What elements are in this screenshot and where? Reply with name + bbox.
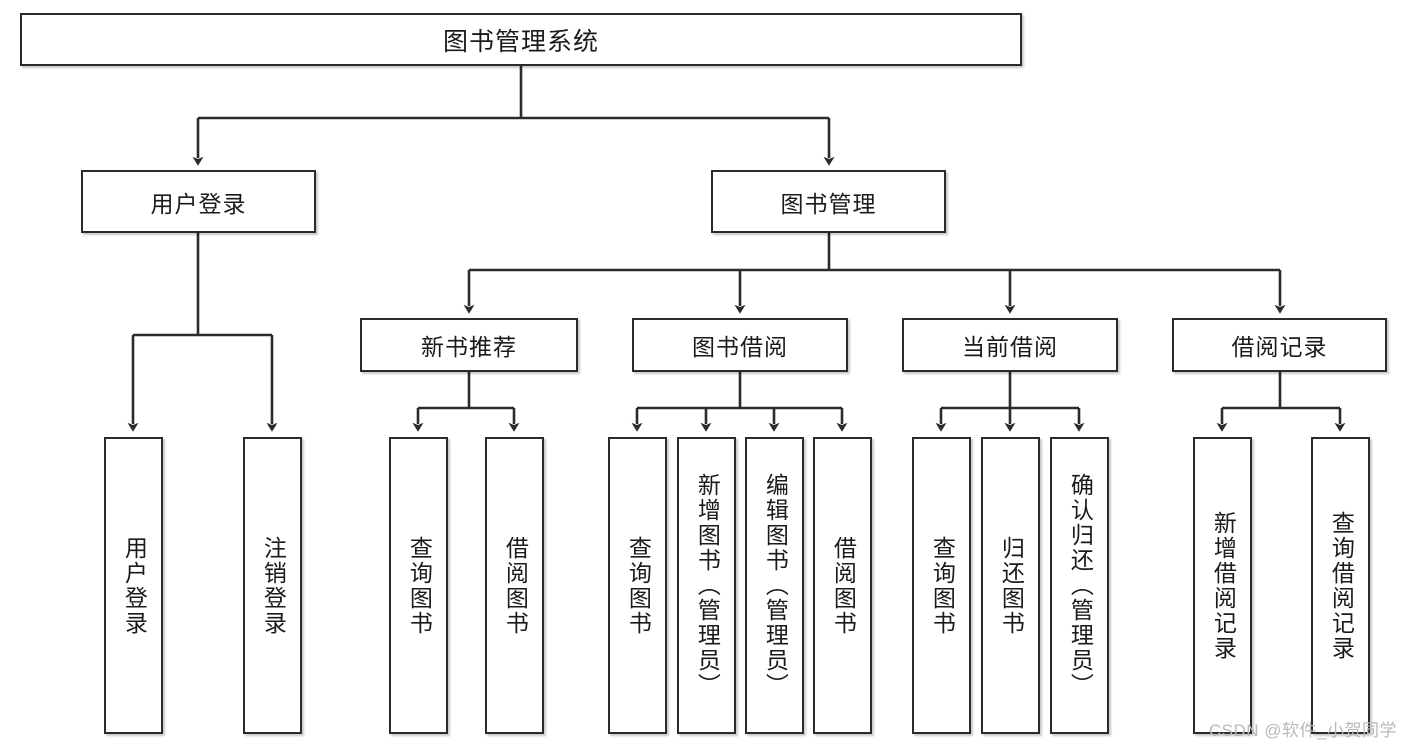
node-label: 查询图书 <box>406 535 433 636</box>
leaf-current-query-book[interactable]: 查询图书 <box>912 437 971 734</box>
leaf-record-query-record[interactable]: 查询借阅记录 <box>1311 437 1370 734</box>
node-book-borrow[interactable]: 图书借阅 <box>632 318 848 372</box>
node-label: 用户登录 <box>121 535 148 636</box>
node-user-login[interactable]: 用户登录 <box>81 170 316 233</box>
node-label: 查询图书 <box>929 535 956 636</box>
node-label: 借阅记录 <box>1231 334 1328 360</box>
leaf-record-add-record[interactable]: 新增借阅记录 <box>1193 437 1252 734</box>
node-label: 新增借阅记录 <box>1210 510 1237 661</box>
node-root-book-management-system[interactable]: 图书管理系统 <box>20 13 1022 66</box>
node-label: 当前借阅 <box>962 334 1058 360</box>
leaf-user-login-login[interactable]: 用户登录 <box>104 437 163 734</box>
node-label: 归还图书 <box>998 535 1025 636</box>
node-label: 新增图书（管理员） <box>694 473 721 698</box>
node-label: 图书借阅 <box>692 334 788 360</box>
leaf-borrow-add-book-admin[interactable]: 新增图书（管理员） <box>677 437 736 734</box>
leaf-current-return-book[interactable]: 归还图书 <box>981 437 1040 734</box>
node-label: 借阅图书 <box>830 535 857 636</box>
node-label: 查询图书 <box>625 535 652 636</box>
node-borrow-record[interactable]: 借阅记录 <box>1172 318 1387 372</box>
node-label: 用户登录 <box>150 190 247 217</box>
leaf-borrow-edit-book-admin[interactable]: 编辑图书（管理员） <box>745 437 804 734</box>
leaf-recommend-query-book[interactable]: 查询图书 <box>389 437 448 734</box>
node-label: 确认归还（管理员） <box>1067 473 1094 698</box>
leaf-recommend-borrow-book[interactable]: 借阅图书 <box>485 437 544 734</box>
leaf-borrow-borrow-book[interactable]: 借阅图书 <box>813 437 872 734</box>
node-label: 图书管理 <box>780 190 877 217</box>
node-label: 图书管理系统 <box>442 27 599 56</box>
watermark: CSDN @软件_小贺同学 <box>1208 721 1397 740</box>
node-label: 注销登录 <box>260 535 287 636</box>
node-label: 编辑图书（管理员） <box>762 473 789 698</box>
node-book-management[interactable]: 图书管理 <box>711 170 946 233</box>
leaf-current-confirm-return-admin[interactable]: 确认归还（管理员） <box>1050 437 1109 734</box>
leaf-borrow-query-book[interactable]: 查询图书 <box>608 437 667 734</box>
leaf-user-login-logout[interactable]: 注销登录 <box>243 437 302 734</box>
node-label: 查询借阅记录 <box>1328 510 1355 661</box>
node-new-book-recommend[interactable]: 新书推荐 <box>360 318 578 372</box>
node-label: 借阅图书 <box>502 535 529 636</box>
node-current-borrow[interactable]: 当前借阅 <box>902 318 1118 372</box>
node-label: 新书推荐 <box>421 334 517 360</box>
